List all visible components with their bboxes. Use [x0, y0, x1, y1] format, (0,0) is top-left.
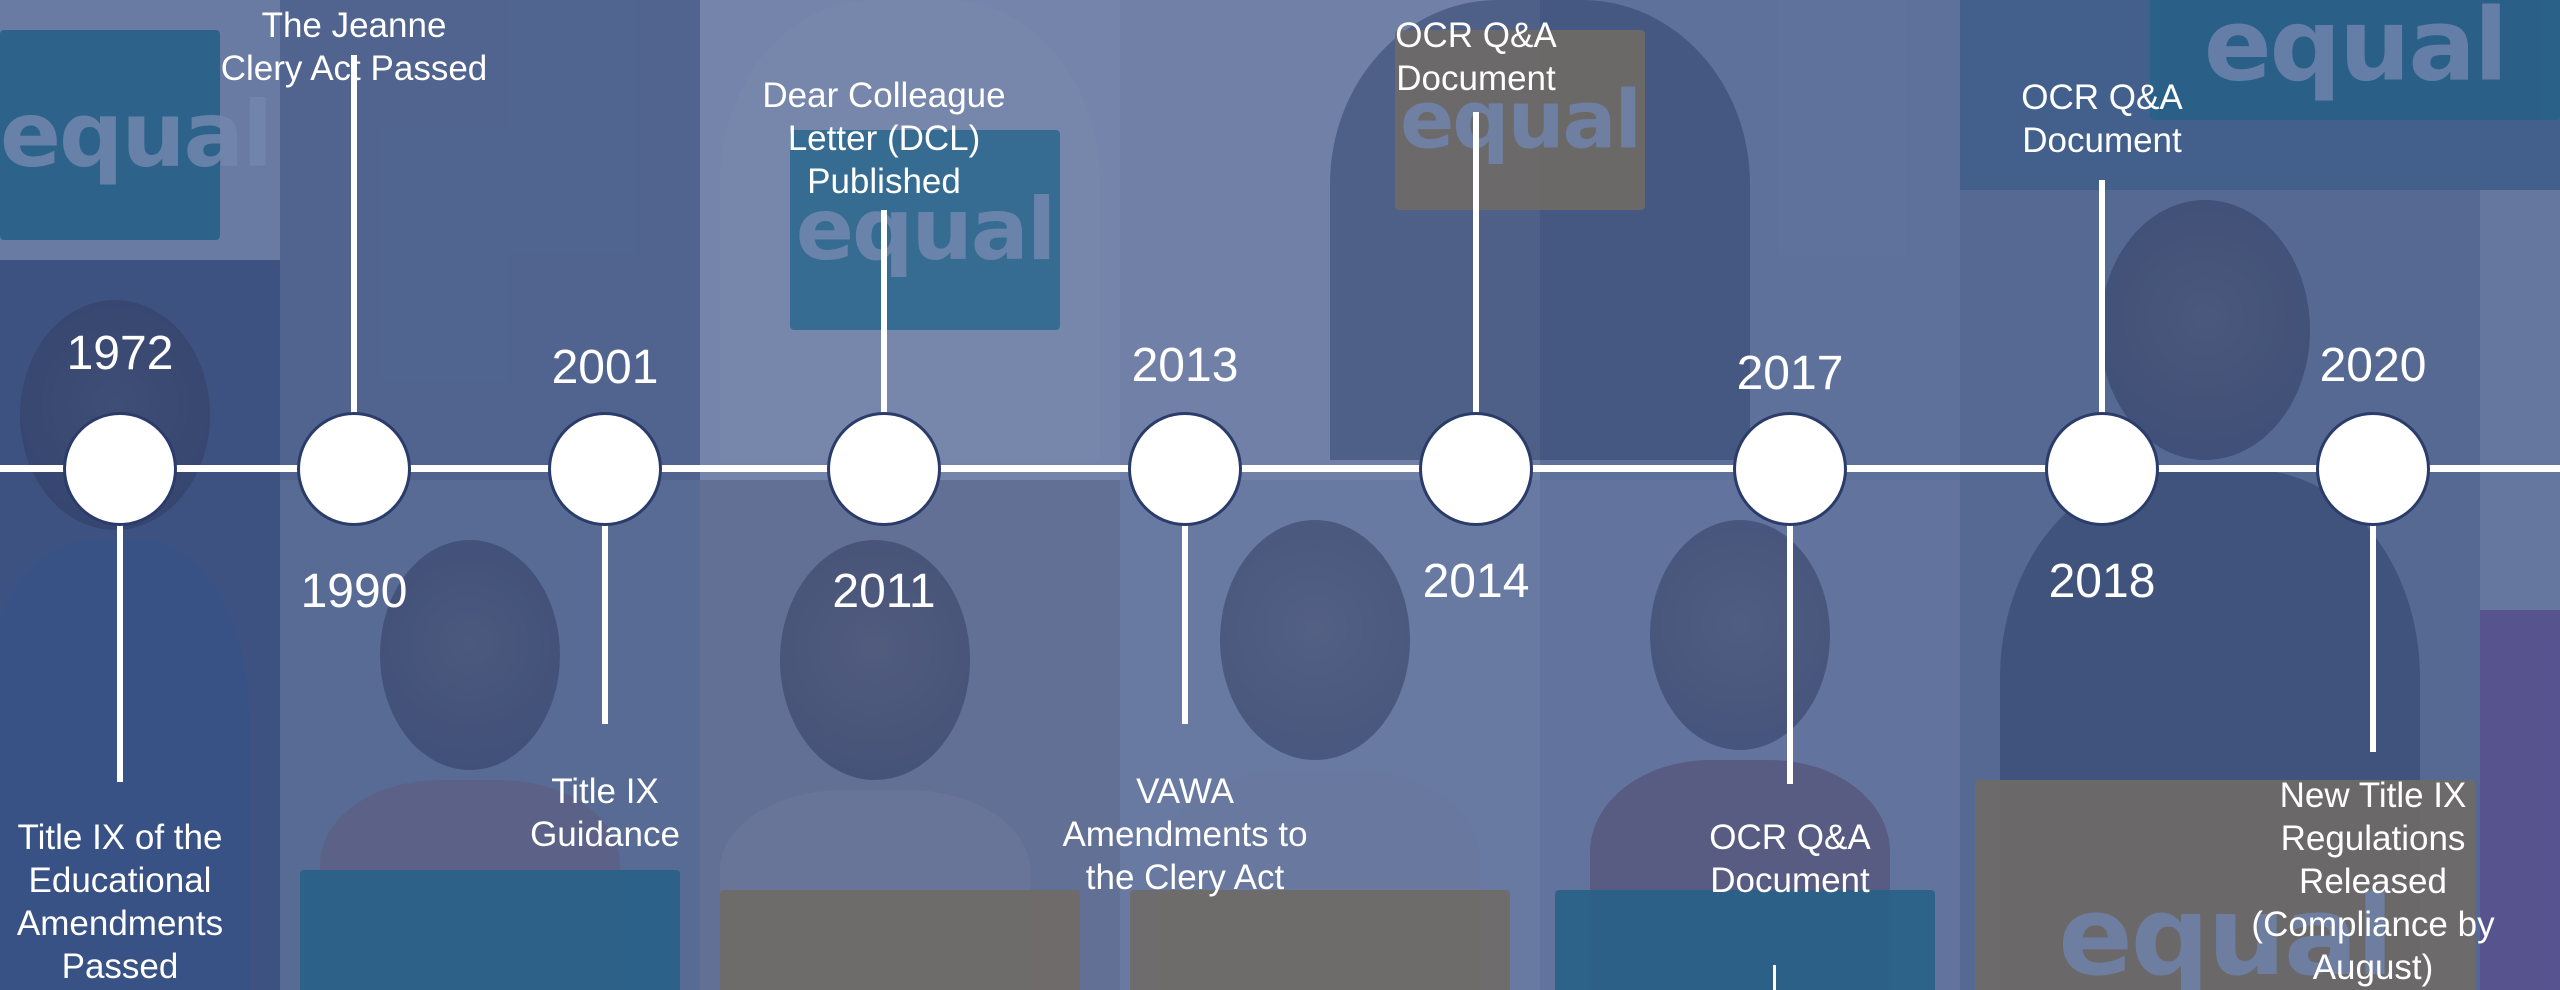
milestone-event-line: The Jeanne	[261, 6, 447, 45]
milestone-event: Title IX Guidance	[435, 770, 775, 856]
milestone-marker	[1131, 415, 1239, 523]
milestone-event-line: Clery Act Passed	[220, 49, 488, 88]
milestone-event: VAWA Amendments to the Clery Act	[1015, 770, 1355, 899]
milestone-marker	[2319, 415, 2427, 523]
milestone-connector	[2370, 520, 2376, 752]
milestone-marker	[300, 415, 408, 523]
milestone-event-line: VAWA	[1136, 772, 1234, 811]
milestone-year: 2014	[1422, 555, 1530, 608]
milestone-event-line: OCR Q&A	[2021, 78, 2183, 117]
milestone-event-line: OCR Q&A	[1709, 818, 1871, 857]
footer-divider	[1773, 965, 1776, 990]
milestone-event: New Title IX Regulations Released (Complia…	[2203, 774, 2543, 989]
milestone-event: OCR Q&A Document	[1932, 76, 2272, 162]
milestone-connector	[1182, 520, 1188, 724]
milestone-event-line: Educational	[28, 861, 212, 900]
milestone-event-line: Regulations Released	[2280, 819, 2466, 901]
milestone-marker	[830, 415, 938, 523]
milestone-event-line: August)	[2312, 948, 2434, 987]
milestone-connector	[602, 520, 608, 724]
milestone-year: 2018	[2048, 555, 2156, 608]
milestone-marker	[551, 415, 659, 523]
milestone-marker	[66, 415, 174, 523]
milestone-event-line: Amendments to	[1062, 815, 1308, 854]
milestone-event: OCR Q&A Document	[1306, 14, 1646, 100]
milestone-connector	[1473, 112, 1479, 420]
milestone-event-line: Passed	[61, 947, 179, 986]
milestone-event-line: (Compliance by	[2251, 905, 2495, 944]
milestone-event-line: New Title IX	[2279, 776, 2467, 815]
milestone-year: 2011	[832, 565, 936, 618]
milestone-event-line: Title IX	[551, 772, 659, 811]
milestone-event-line: Title IX of the	[17, 818, 223, 857]
milestone-connector	[881, 210, 887, 420]
milestone-event-line: Guidance	[530, 815, 680, 854]
milestone-event-line: Letter (DCL)	[787, 119, 981, 158]
milestone-year: 2020	[2319, 339, 2427, 392]
milestone-event-line: OCR Q&A	[1395, 16, 1557, 55]
milestone-event-line: Document	[2022, 121, 2182, 160]
milestone-event-line: Published	[807, 162, 961, 201]
milestone-marker	[1422, 415, 1530, 523]
milestone-connector	[117, 520, 123, 782]
milestone-connector	[2099, 180, 2105, 420]
milestone-event-line: Dear Colleague	[762, 76, 1006, 115]
milestone-event: OCR Q&A Document	[1620, 816, 1960, 902]
milestone-year: 2017	[1736, 347, 1844, 400]
milestone-event-line: Document	[1710, 861, 1870, 900]
milestone-event-line: Document	[1396, 59, 1556, 98]
milestone-connector	[351, 55, 357, 420]
milestone-connector	[1787, 520, 1793, 784]
milestone-year: 1990	[300, 565, 408, 618]
milestone-year: 1972	[66, 327, 174, 380]
milestone-marker	[2048, 415, 2156, 523]
milestone-event-line: Amendments	[16, 904, 224, 943]
timeline-axis	[0, 465, 2560, 472]
milestone-year: 2013	[1131, 339, 1239, 392]
milestone-event-line: the Clery Act	[1085, 858, 1285, 897]
milestone-year: 2001	[551, 341, 659, 394]
milestone-marker	[1736, 415, 1844, 523]
